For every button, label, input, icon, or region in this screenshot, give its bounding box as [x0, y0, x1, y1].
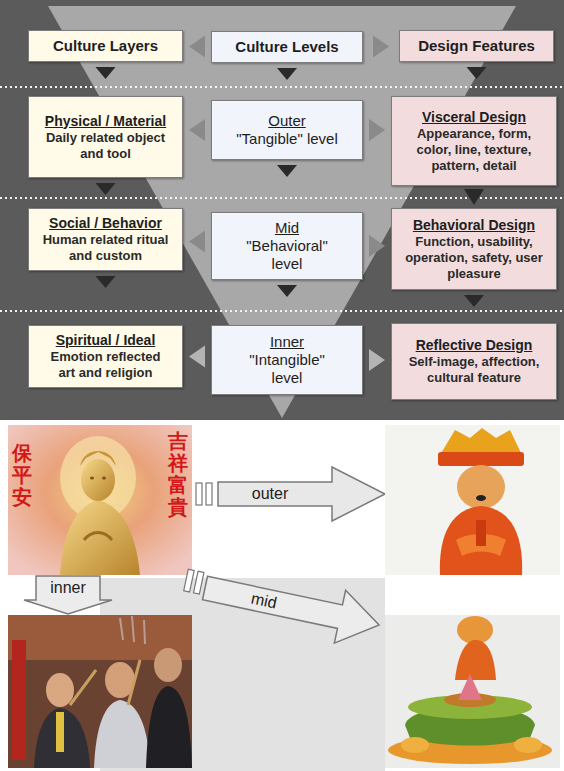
- feature-box: Behavioral DesignFunction, usability, op…: [391, 208, 557, 290]
- box-body: Function, usability, operation, safety, …: [398, 234, 550, 282]
- box-body: Daily related object and tool: [42, 130, 170, 162]
- hdr-box: Culture Layers: [28, 30, 183, 62]
- arrow-connector: [96, 183, 116, 195]
- box-body: "Behavioral" level: [235, 237, 340, 273]
- arrow-connector: [277, 68, 297, 80]
- box-body: "Tangible" level: [236, 130, 338, 148]
- layer-box: Physical / MaterialDaily related object …: [28, 96, 183, 178]
- white-ground: [0, 420, 564, 771]
- level-box: Inner"Intangible" level: [211, 325, 363, 395]
- arrow-connector: [373, 36, 389, 58]
- inner-arrow: [24, 576, 112, 614]
- arrow-connector: [189, 119, 205, 141]
- level-box: Mid"Behavioral" level: [211, 212, 363, 280]
- arrow-connector: [369, 235, 385, 257]
- dotted-divider: [0, 197, 564, 199]
- layer-box: Social / BehaviorHuman related ritual an…: [28, 208, 183, 271]
- worshippers-photo: [8, 615, 192, 768]
- arrow-connector: [464, 189, 484, 205]
- feature-box: Reflective DesignSelf-image, affection, …: [391, 323, 557, 400]
- box-body: Human related ritual and custom: [42, 232, 170, 264]
- level-box: Outer"Tangible" level: [211, 100, 363, 160]
- arrow-connector: [96, 67, 116, 79]
- double-bar: [184, 569, 204, 594]
- box-heading: Inner: [270, 333, 304, 351]
- box-heading: Behavioral Design: [413, 217, 535, 234]
- arrow-connector: [464, 295, 484, 307]
- mid-arrow: [199, 562, 384, 652]
- arrow-connector: [277, 165, 297, 177]
- arrow-connector: [96, 276, 116, 288]
- dotted-divider: [0, 310, 564, 312]
- figure-photo: [385, 425, 560, 575]
- box-body: "Intangible" level: [235, 351, 340, 387]
- box-body: Appearance, form, color, line, texture, …: [398, 126, 550, 174]
- outer-arrow: [218, 467, 385, 521]
- arrow-connector: [189, 36, 205, 58]
- arrow-label: mid: [250, 590, 279, 613]
- box-heading: Reflective Design: [416, 337, 533, 354]
- incense-holder-photo: [385, 615, 560, 768]
- double-bar: [196, 483, 212, 505]
- dark-ground: [0, 0, 564, 420]
- box-heading: Spiritual / Ideal: [56, 332, 156, 349]
- arrow-label: inner: [50, 579, 86, 597]
- box-body: Self-image, affection, cultural feature: [398, 354, 550, 386]
- feature-box: Visceral DesignAppearance, form, color, …: [391, 96, 557, 186]
- layer-box: Spiritual / IdealEmotion reflected art a…: [28, 325, 183, 388]
- deity-photo: [8, 425, 192, 575]
- box-heading: Culture Levels: [235, 38, 338, 56]
- arrow-label: outer: [252, 485, 288, 503]
- arrow-connector: [467, 67, 487, 79]
- arrow-connector: [369, 119, 385, 141]
- arrow-connector: [189, 231, 205, 253]
- box-heading: Design Features: [418, 37, 535, 55]
- box-heading: Culture Layers: [53, 37, 158, 55]
- box-heading: Physical / Material: [45, 113, 166, 130]
- vertical-chinese-text: 保平安: [12, 442, 32, 508]
- arrow-connector: [369, 349, 385, 371]
- hdr-box: Design Features: [399, 30, 554, 62]
- box-body: Emotion reflected art and religion: [42, 349, 170, 381]
- box-heading: Social / Behavior: [49, 215, 162, 232]
- dotted-divider: [0, 86, 564, 88]
- gray-band: [100, 578, 385, 771]
- hdr-box: Culture Levels: [211, 31, 363, 63]
- arrow-connector: [277, 285, 297, 297]
- box-heading: Mid: [275, 219, 299, 237]
- box-heading: Visceral Design: [422, 109, 526, 126]
- box-heading: Outer: [268, 112, 306, 130]
- arrow-connector: [189, 346, 205, 368]
- vertical-chinese-text: 吉祥富貴: [168, 430, 188, 518]
